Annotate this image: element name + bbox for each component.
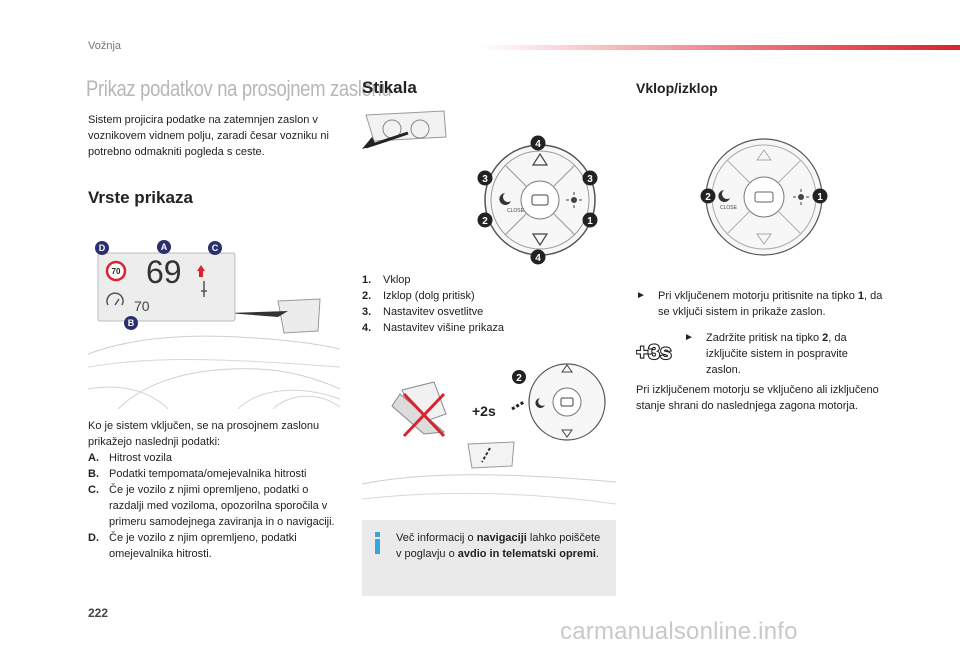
intro-paragraph: Sistem projicira podatke na zatemnjen za… xyxy=(88,114,329,158)
hud-speed-limit: 70 xyxy=(112,267,121,276)
list-item: A. Hitrost vozila xyxy=(88,450,344,466)
list-item: B. Podatki tempomata/omejevalnika hitrost… xyxy=(88,466,344,482)
bullet-text-part: , da se vključi sistem in prikaže zaslon… xyxy=(658,290,883,318)
section-title: Vožnja xyxy=(88,40,122,52)
switch-label-3-right: 3 xyxy=(587,174,593,185)
item-text: Nastavitev višine prikaza xyxy=(383,322,505,334)
switch-label-2: 2 xyxy=(482,216,488,227)
item-key: 1. xyxy=(362,274,372,286)
item-key: B. xyxy=(88,468,99,480)
switch-label-2: 2 xyxy=(705,192,711,203)
close-label: CLOSE xyxy=(720,205,738,211)
info-text-part: lahko poiščete v poglavju o xyxy=(396,532,601,560)
list-item: 2. Izklop (dolg pritisk) xyxy=(362,288,616,304)
info-link-navigation: navigaciji xyxy=(476,532,527,544)
info-link-audio: avdio in telematski opremi xyxy=(457,548,596,560)
hud-speed: 69 xyxy=(146,254,182,290)
callout-d: D xyxy=(99,243,106,253)
bullet-text: Zadržite pritisk na tipko 2, da izključi… xyxy=(684,330,884,378)
info-icon xyxy=(375,532,380,554)
on-off-switch-illustration: CLOSE 2 1 xyxy=(700,138,828,256)
list-item: 4. Nastavitev višine prikaza xyxy=(362,320,616,336)
switch-label-1: 1 xyxy=(587,216,593,227)
page-title: Prikaz podatkov na prosojnem zaslonu xyxy=(86,76,392,101)
page-number: 222 xyxy=(88,606,109,620)
item-text: Če je vozilo z njimi opremljeno, podatki… xyxy=(109,484,335,528)
bullet-key: 2 xyxy=(822,332,829,344)
item-text: Hitrost vozila xyxy=(109,452,172,464)
switch-label-4-bottom: 4 xyxy=(535,253,541,264)
header-accent-bar xyxy=(480,45,960,50)
switch-label-4-top: 4 xyxy=(535,139,541,150)
close-label: CLOSE xyxy=(507,208,525,214)
on-off-heading: Vklop/izklop xyxy=(636,80,718,96)
bullet-text-part: Zadržite pritisk na tipko xyxy=(706,332,823,344)
switch-legend: 1. Vklop 2. Izklop (dolg pritisk) 3. Nastav… xyxy=(362,272,616,336)
info-text: Več informacij o navigaciji lahko poišče… xyxy=(396,530,608,562)
hud-cruise-speed: 70 xyxy=(134,298,150,314)
item-key: D. xyxy=(88,532,99,544)
list-item: 3. Nastavitev osvetlitve xyxy=(362,304,616,320)
bullet-text-part: Pri vključenem motorju pritisnite na tip… xyxy=(658,290,858,302)
switches-heading: Stikala xyxy=(362,78,417,97)
item-key: 4. xyxy=(362,322,372,334)
bullet-marker-icon: ► xyxy=(684,332,694,343)
switch-label-3-left: 3 xyxy=(482,174,488,185)
callout-b: B xyxy=(128,318,135,328)
info-panel xyxy=(362,520,616,596)
switch-off-illustration: +2s 2 xyxy=(362,363,616,505)
hold-3s-icon: +3s xyxy=(636,340,673,365)
watermark: carmanualsonline.info xyxy=(560,618,798,645)
item-key: C. xyxy=(88,484,99,496)
display-list-intro: Ko je sistem vključen, se na prosojnem z… xyxy=(88,420,320,448)
hud-illustration: 70 69 70 D A C B xyxy=(88,240,340,409)
hold-duration-label: +3s xyxy=(636,341,672,364)
switch-label-1: 1 xyxy=(817,192,823,203)
list-item: C. Če je vozilo z njimi opremljeno, podat… xyxy=(88,482,344,530)
display-types-heading: Vrste prikaza xyxy=(88,188,193,207)
list-item: 1. Vklop xyxy=(362,272,616,288)
list-item: D. Če je vozilo z njim opremljeno, podatk… xyxy=(88,530,344,562)
bullet-switch-off: ► Zadržite pritisk na tipko 2, da izklju… xyxy=(684,330,884,378)
bullet-marker-icon: ► xyxy=(636,290,646,301)
engine-off-note: Pri izključenem motorju se vključeno ali… xyxy=(636,384,879,412)
bullet-key: 1 xyxy=(857,290,865,302)
item-text: Če je vozilo z njim opremljeno, podatki … xyxy=(109,532,297,560)
callout-a: A xyxy=(161,242,168,252)
item-text: Podatki tempomata/omejevalnika hitrosti xyxy=(109,468,307,480)
bullet-text-part: , da izključite sistem in pospravite zas… xyxy=(706,332,848,376)
item-key: A. xyxy=(88,452,99,464)
item-text: Vklop xyxy=(383,274,411,286)
info-text-part: Več informacij o xyxy=(396,532,477,544)
item-text: Izklop (dolg pritisk) xyxy=(383,290,475,302)
press-key-label: 2 xyxy=(516,373,522,384)
press-duration-label: +2s xyxy=(472,403,496,419)
info-text-part: . xyxy=(595,548,599,560)
item-key: 3. xyxy=(362,306,372,318)
switch-panel-illustration: CLOSE 4 3 3 2 1 4 xyxy=(362,110,598,265)
callout-c: C xyxy=(212,243,219,253)
item-key: 2. xyxy=(362,290,372,302)
item-text: Nastavitev osvetlitve xyxy=(383,306,484,318)
display-items-list: A. Hitrost vozila B. Podatki tempomata/ome… xyxy=(88,450,344,562)
bullet-text: Pri vključenem motorju pritisnite na tip… xyxy=(636,288,892,320)
bullet-switch-on: ► Pri vključenem motorju pritisnite na t… xyxy=(636,288,892,320)
